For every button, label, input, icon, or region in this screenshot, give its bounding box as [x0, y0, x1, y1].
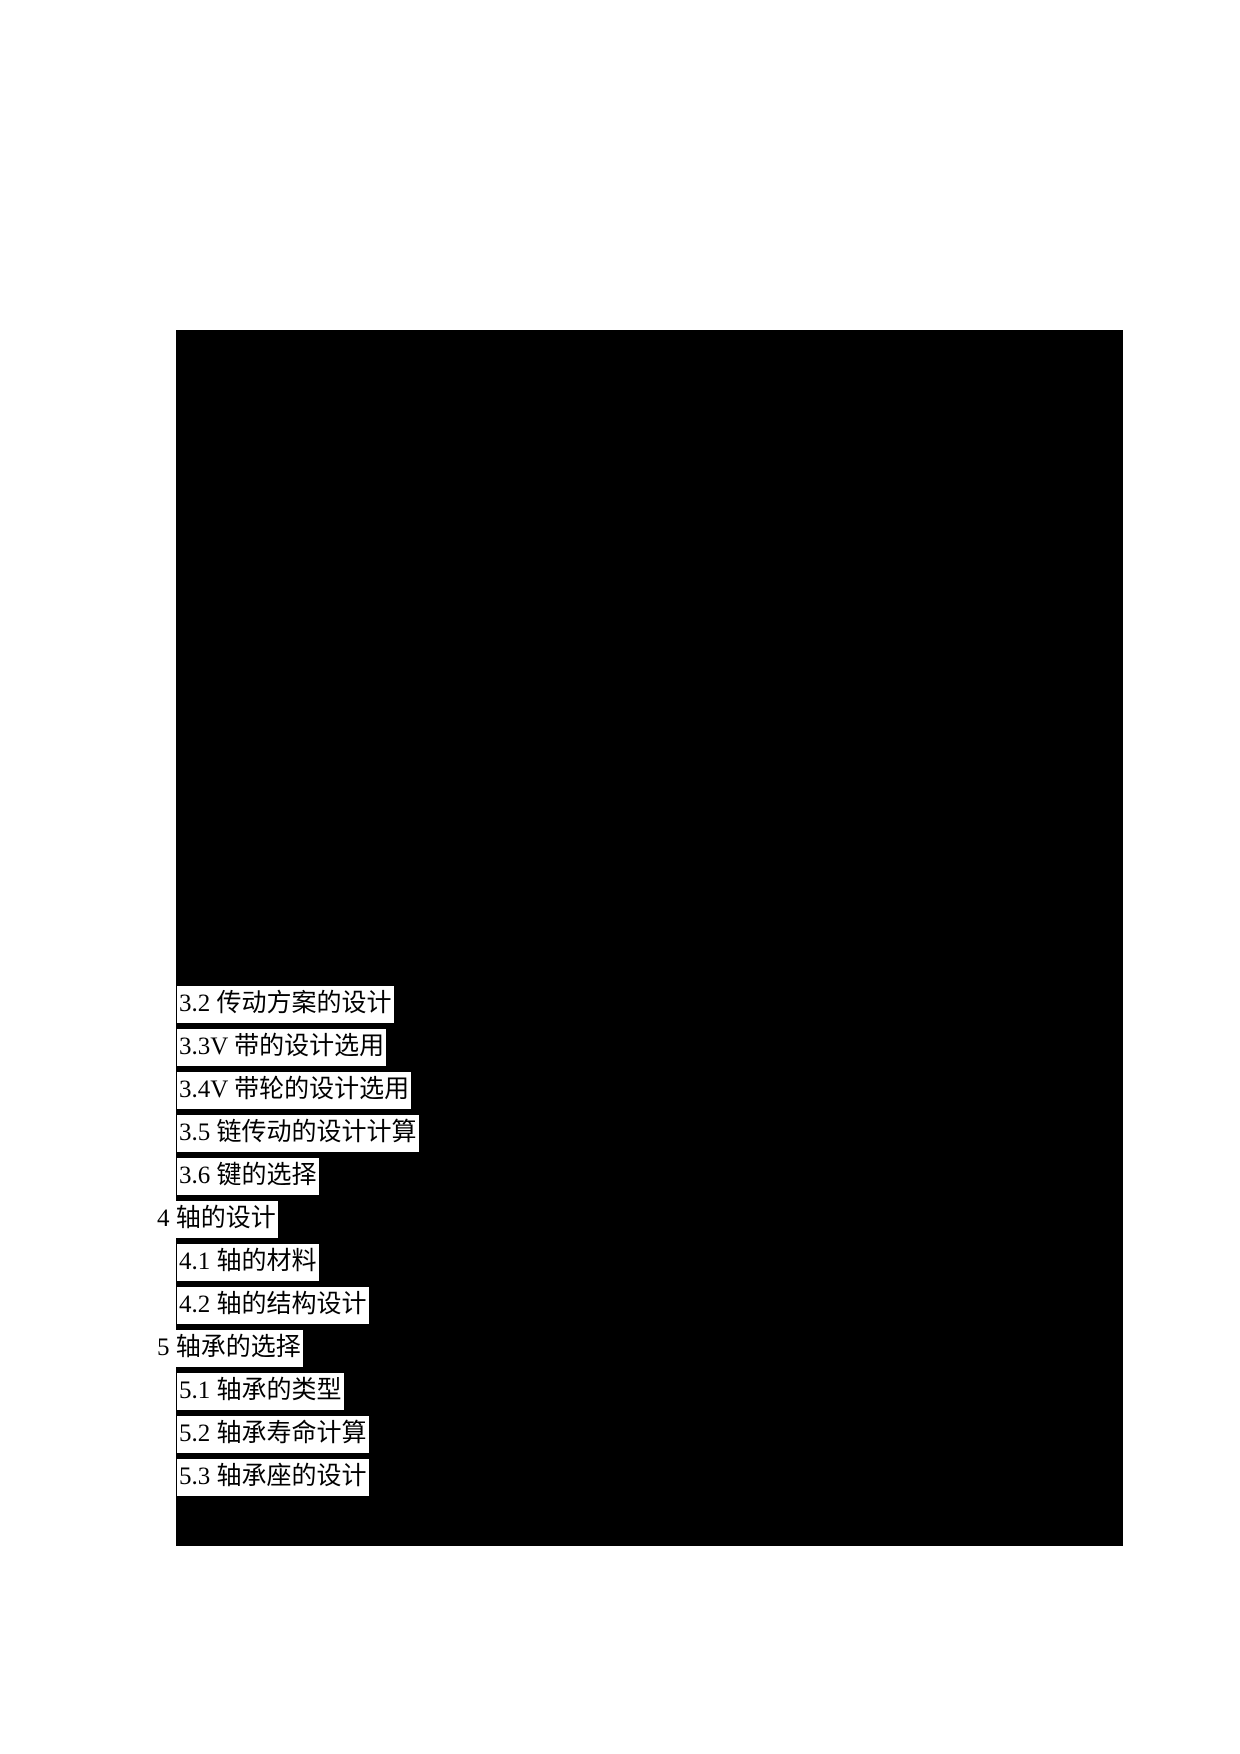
toc-entry-label: 3.4V 带轮的设计选用 [177, 1072, 412, 1109]
toc-entry[interactable]: 3.3V 带的设计选用 [0, 1028, 1240, 1071]
toc-entry[interactable]: 3.5 链传动的设计计算 [0, 1114, 1240, 1157]
toc-entry[interactable]: 4.2 轴的结构设计 [0, 1286, 1240, 1329]
toc-entry-label: 5.1 轴承的类型 [177, 1373, 344, 1410]
toc-entry[interactable]: 3.6 键的选择 [0, 1157, 1240, 1200]
toc-entry-label: 5.2 轴承寿命计算 [177, 1416, 369, 1453]
toc-entry-label: 3.3V 带的设计选用 [177, 1029, 387, 1066]
toc-entry-label: 4 轴的设计 [155, 1201, 278, 1238]
toc-entry[interactable]: 4 轴的设计 [0, 1200, 1240, 1243]
toc-entry[interactable]: 5.2 轴承寿命计算 [0, 1415, 1240, 1458]
redacted-content-block [176, 330, 1123, 1546]
table-of-contents: 3.2 传动方案的设计 3.3V 带的设计选用 3.4V 带轮的设计选用 3.5… [0, 985, 1240, 1501]
toc-entry[interactable]: 5 轴承的选择 [0, 1329, 1240, 1372]
toc-entry[interactable]: 3.4V 带轮的设计选用 [0, 1071, 1240, 1114]
toc-entry-label: 3.2 传动方案的设计 [177, 986, 394, 1023]
toc-entry-label: 4.2 轴的结构设计 [177, 1287, 369, 1324]
toc-entry-label: 3.6 键的选择 [177, 1158, 319, 1195]
toc-entry-label: 4.1 轴的材料 [177, 1244, 319, 1281]
toc-entry[interactable]: 5.3 轴承座的设计 [0, 1458, 1240, 1501]
toc-entry-label: 3.5 链传动的设计计算 [177, 1115, 419, 1152]
toc-entry-label: 5.3 轴承座的设计 [177, 1459, 369, 1496]
toc-entry[interactable]: 3.2 传动方案的设计 [0, 985, 1240, 1028]
toc-entry[interactable]: 5.1 轴承的类型 [0, 1372, 1240, 1415]
toc-entry-label: 5 轴承的选择 [155, 1330, 303, 1367]
toc-entry[interactable]: 4.1 轴的材料 [0, 1243, 1240, 1286]
